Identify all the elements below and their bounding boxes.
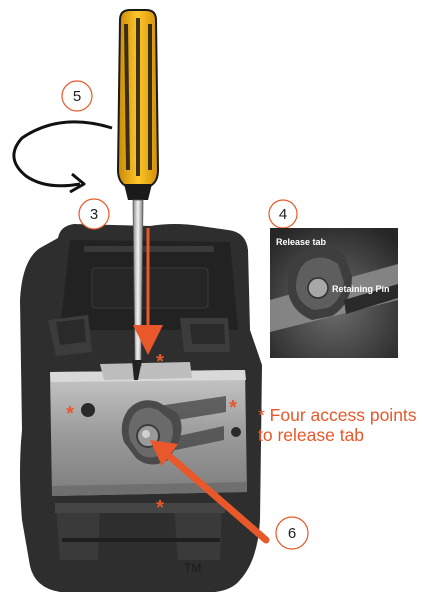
inset-retaining-pin bbox=[307, 277, 329, 299]
step-5-badge: 5 bbox=[61, 80, 93, 112]
inset-release-tab-label: Release tab bbox=[276, 237, 327, 247]
rail-hole-left bbox=[81, 403, 95, 417]
access-points-note: * Four access points to release tab bbox=[258, 405, 418, 445]
trademark-mark: TM bbox=[184, 561, 201, 575]
inset-retaining-pin-label: Retaining Pin bbox=[332, 284, 390, 294]
access-point-marker-top: * bbox=[156, 351, 164, 373]
step-4-label: 4 bbox=[279, 206, 287, 223]
rail-hole-right bbox=[231, 427, 241, 437]
curved-rotation-arrow-icon bbox=[12, 120, 113, 194]
access-point-marker-left: * bbox=[66, 403, 74, 425]
access-points-note-line2: to release tab bbox=[258, 425, 365, 445]
step-4-badge: 4 bbox=[268, 199, 298, 229]
step-3-label: 3 bbox=[90, 206, 98, 223]
pin-arrow-head bbox=[150, 440, 178, 466]
step-5-label: 5 bbox=[73, 88, 81, 105]
step-3-badge: 3 bbox=[78, 198, 110, 230]
detail-inset: Release tab Retaining Pin bbox=[270, 228, 398, 358]
access-point-marker-right: * bbox=[229, 397, 237, 419]
step-6-label: 6 bbox=[288, 525, 296, 542]
screwdriver-icon bbox=[116, 9, 160, 380]
access-points-note-line1: * Four access points bbox=[258, 405, 417, 425]
access-point-marker-bottom: * bbox=[156, 497, 164, 519]
step-6-badge: 6 bbox=[275, 516, 309, 550]
pin-arrow bbox=[156, 444, 270, 544]
